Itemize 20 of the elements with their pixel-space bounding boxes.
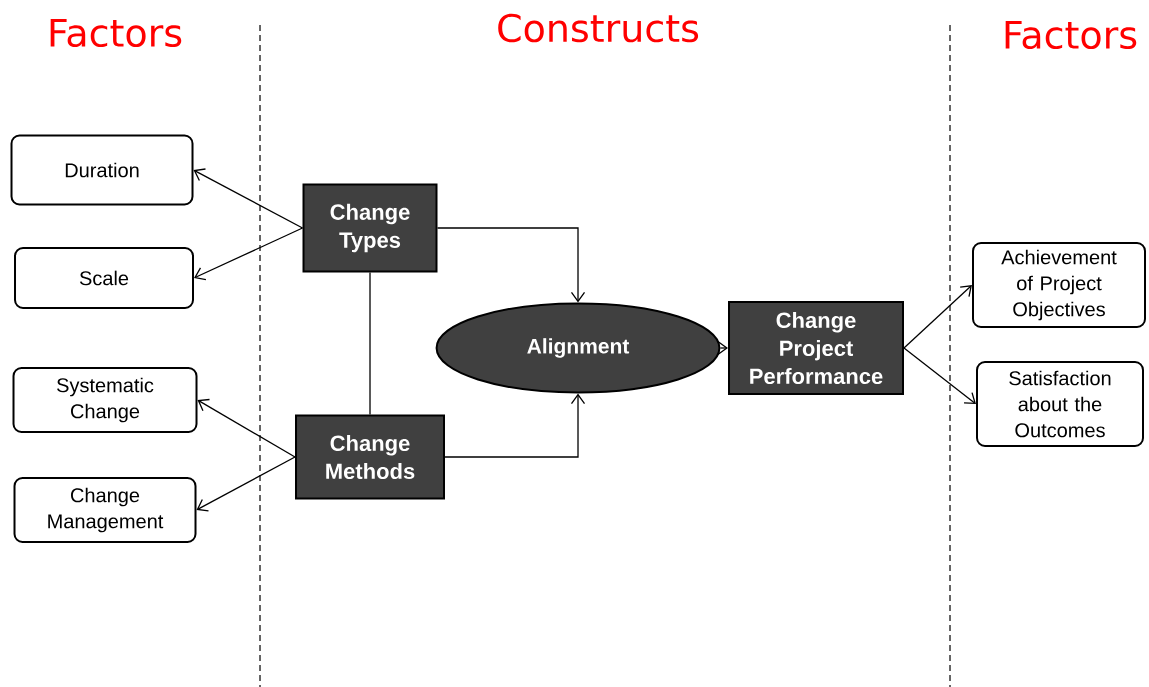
heading: Factors	[50, 18, 182, 48]
factor-box: Achievement of Project Objectives	[972, 242, 1146, 328]
factor-box: Scale	[14, 247, 194, 309]
arrow	[197, 398, 296, 458]
heading: Factors	[1005, 20, 1137, 50]
arrow	[436, 227, 586, 303]
factor-box: Satisfaction about the Outcomes	[976, 361, 1144, 447]
arrow	[903, 347, 976, 404]
construct-box: Change Project Performance	[728, 301, 904, 395]
factor-box: Change Management	[13, 477, 197, 543]
arrow	[193, 168, 304, 229]
factor-box: Systematic Change	[12, 367, 198, 433]
arrow	[194, 227, 304, 281]
arrow	[196, 456, 296, 512]
arrow	[903, 285, 972, 349]
construct-box: Change Types	[302, 183, 438, 273]
factor-box: Duration	[10, 134, 194, 206]
construct-box: Change Methods	[295, 414, 445, 500]
heading: Constructs	[498, 13, 699, 43]
arrow	[444, 393, 586, 458]
